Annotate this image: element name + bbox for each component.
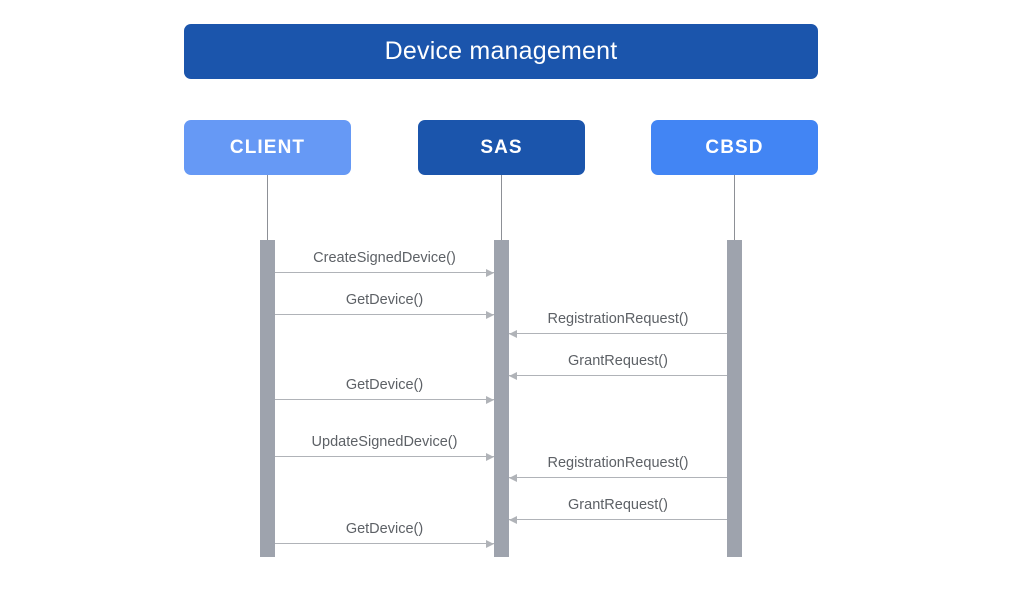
message-label: GrantRequest() — [568, 496, 668, 513]
message-label: GetDevice() — [345, 520, 424, 537]
arrowhead-left-icon — [509, 329, 517, 338]
message-line — [509, 333, 727, 334]
arrowhead-left-icon — [509, 371, 517, 380]
message-label: CreateSignedDevice() — [313, 249, 456, 266]
arrowhead-right-icon — [486, 310, 494, 319]
message-line — [275, 314, 494, 315]
message-label: RegistrationRequest() — [547, 310, 689, 327]
activation-bar-client — [260, 240, 275, 557]
actor-label-client: CLIENT — [229, 136, 306, 158]
message-line — [509, 375, 727, 376]
diagram-title: Device management — [184, 24, 818, 79]
activation-bar-cbsd — [727, 240, 742, 557]
activation-bar-sas — [494, 240, 509, 557]
message-line — [275, 399, 494, 400]
arrowhead-left-icon — [509, 473, 517, 482]
message-label: GetDevice() — [345, 291, 424, 308]
message-line — [275, 456, 494, 457]
message-line — [275, 543, 494, 544]
message-line — [509, 477, 727, 478]
actor-box-cbsd[interactable]: CBSD — [651, 120, 818, 175]
actor-label-cbsd: CBSD — [705, 136, 764, 158]
actor-box-sas[interactable]: SAS — [418, 120, 585, 175]
message-label: GetDevice() — [345, 376, 424, 393]
message-label: RegistrationRequest() — [547, 454, 689, 471]
message-label: UpdateSignedDevice() — [311, 433, 458, 450]
actor-label-sas: SAS — [480, 136, 523, 158]
message-label: GrantRequest() — [568, 352, 668, 369]
actor-box-client[interactable]: CLIENT — [184, 120, 351, 175]
diagram-title-text: Device management — [384, 37, 618, 65]
message-line — [275, 272, 494, 273]
arrowhead-right-icon — [486, 452, 494, 461]
arrowhead-right-icon — [486, 539, 494, 548]
arrowhead-left-icon — [509, 515, 517, 524]
arrowhead-right-icon — [486, 268, 494, 277]
arrowhead-right-icon — [486, 395, 494, 404]
message-line — [509, 519, 727, 520]
